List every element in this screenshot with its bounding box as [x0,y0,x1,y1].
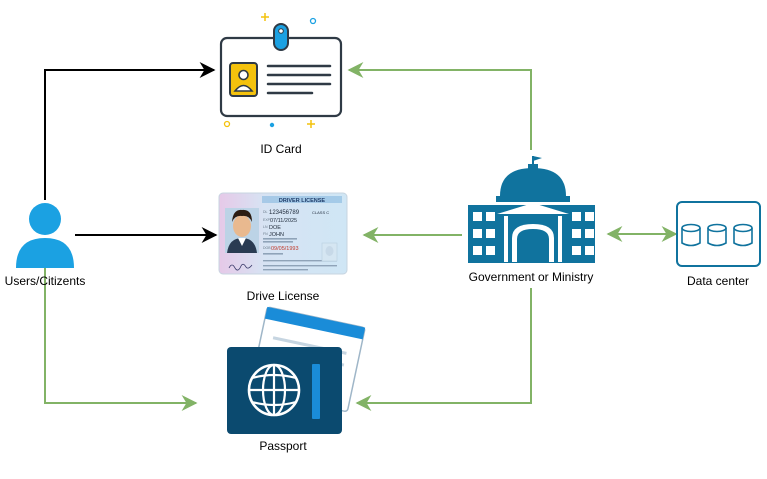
svg-text:LN: LN [263,225,268,229]
data-center-icon[interactable] [676,201,761,267]
government-building-icon[interactable] [468,156,595,263]
license-last-name: DOE [269,225,281,231]
user-icon[interactable] [16,203,74,268]
id-card-icon[interactable] [219,13,343,128]
driver-license-icon[interactable]: DRIVER LICENSE DL 123456789 CLASS C EXP … [218,192,348,275]
drive-license-label: Drive License [246,289,320,303]
arrow-gov-to-passport [355,288,532,411]
government-label: Government or Ministry [468,270,594,284]
license-dl-number: 123456789 [269,210,300,216]
connectors [44,62,678,411]
license-card-title: DRIVER LICENSE [279,198,325,204]
users-label: Users/Citizents [4,274,86,288]
sparkle-decorations [223,13,317,128]
passport-label: Passport [259,439,307,453]
license-exp-date: 07/11/2025 [270,218,297,224]
license-first-name: JOHN [269,232,284,238]
passport-icon[interactable] [227,306,366,434]
svg-text:DL: DL [263,210,268,214]
license-dob: 09/05/1993 [271,246,299,252]
svg-text:FN: FN [263,232,268,236]
license-class: CLASS C [312,210,329,215]
svg-text:EXP: EXP [263,218,271,222]
arrow-users-to-passport [44,268,198,411]
id-card-label: ID Card [260,142,302,156]
arrow-gov-to-idcard [347,62,532,150]
database-cylinders [681,223,753,247]
license-fields: DL 123456789 CLASS C EXP 07/11/2025 LN D… [263,210,337,271]
data-center-label: Data center [686,274,750,288]
arrow-users-to-idcard [44,62,216,200]
svg-text:DOB: DOB [263,246,271,250]
